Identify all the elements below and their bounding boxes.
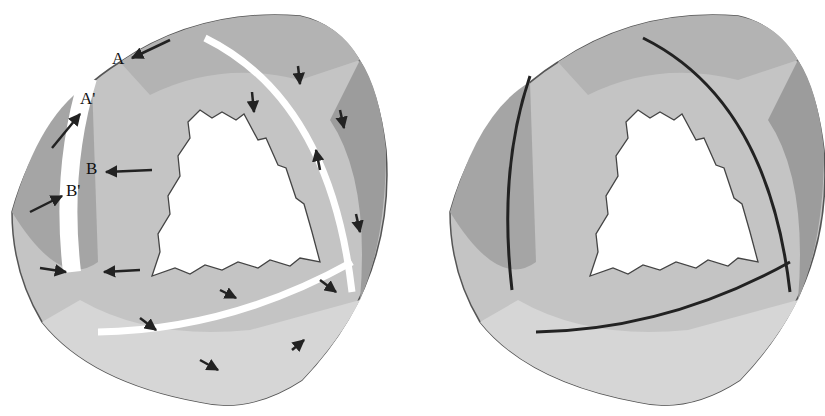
point-label: B	[86, 160, 97, 177]
point-label: B'	[66, 182, 80, 199]
point-label: A	[112, 50, 124, 67]
right-figure	[450, 15, 825, 405]
point-label: A'	[80, 90, 95, 107]
left-figure	[12, 15, 387, 405]
